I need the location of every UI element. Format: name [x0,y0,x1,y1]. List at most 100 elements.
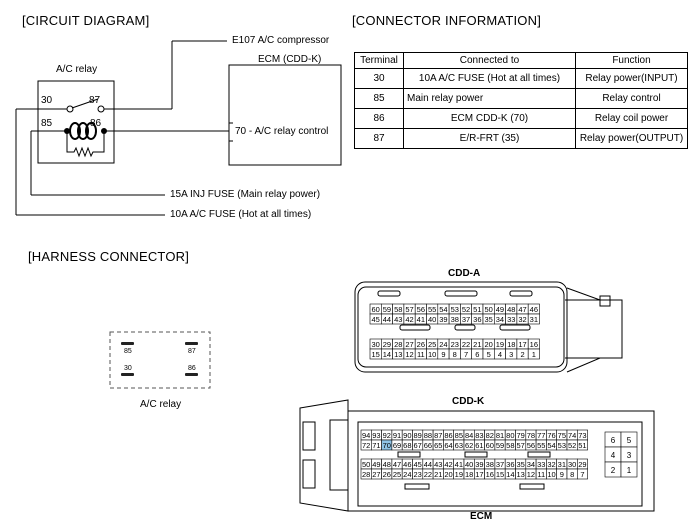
pin-number-49: 49 [496,305,504,314]
pin-number-50: 50 [484,305,492,314]
relay-terminal-87 [185,342,198,345]
pin-number-56: 56 [527,441,535,450]
pin-number-12: 12 [405,350,413,359]
cddk-connector-body [299,399,655,512]
pin-number-35: 35 [484,315,492,324]
ecm-pin-bracket [228,122,233,142]
pin-number-75: 75 [558,431,566,440]
pin-number-48: 48 [383,460,391,469]
pin-number-17: 17 [475,470,483,479]
pin-number-59: 59 [383,305,391,314]
relay-box [37,80,115,164]
pin-number-6: 6 [475,350,479,359]
pin-number-23: 23 [451,340,459,349]
relay-terminal-85 [121,342,134,345]
pin-number-69: 69 [393,441,401,450]
pin-number-94: 94 [362,431,370,440]
ecm-label: ECM (CDD-K) [258,54,322,65]
cdda-title: CDD-A [448,268,481,279]
pin-number-55: 55 [537,441,545,450]
fuse-ac-label: 10A A/C FUSE (Hot at all times) [170,209,312,220]
side-pin-number-6: 6 [611,436,616,445]
pin-number-49: 49 [372,460,380,469]
pin-number-85: 85 [455,431,463,440]
relay-resistor-icon [66,131,105,158]
pin-number-62: 62 [465,441,473,450]
side-pin-number-1: 1 [627,466,632,475]
pin-number-32: 32 [518,315,526,324]
relay-pin-86-label: 86 [188,365,196,372]
relay-coil-icon [69,122,97,140]
pin-number-24: 24 [403,470,411,479]
pin-number-58: 58 [394,305,402,314]
pin-number-28: 28 [394,340,402,349]
pin-number-40: 40 [428,315,436,324]
pin-number-11: 11 [537,470,545,479]
relay-connector-caption: A/C relay [140,399,182,410]
pin-number-16: 16 [530,340,538,349]
pin-number-70: 70 [383,441,391,450]
relay-pin-30-label: 30 [124,365,132,372]
connector-info-title: [CONNECTOR INFORMATION] [352,13,542,28]
pin-number-68: 68 [403,441,411,450]
pin-number-31: 31 [558,460,566,469]
pin-87-label: 87 [89,95,101,106]
pin-number-36: 36 [506,460,514,469]
pin-number-43: 43 [434,460,442,469]
pin-number-74: 74 [568,431,576,440]
pin-number-22: 22 [424,470,432,479]
harness-connector-title: [HARNESS CONNECTOR] [28,249,190,264]
pin-number-19: 19 [496,340,504,349]
pin-86-label: 86 [90,118,102,129]
pin-number-22: 22 [462,340,470,349]
pin-number-27: 27 [372,470,380,479]
pin-number-88: 88 [424,431,432,440]
pin-number-72: 72 [362,441,370,450]
pin-number-45: 45 [371,315,379,324]
pin-number-60: 60 [371,305,379,314]
pin-number-15: 15 [496,470,504,479]
pin-number-42: 42 [444,460,452,469]
pin-number-73: 73 [578,431,586,440]
relay-terminal-30 [121,373,134,376]
relay-pin-87-label: 87 [188,348,196,355]
pin-number-5: 5 [487,350,491,359]
pin-number-34: 34 [527,460,535,469]
pin-number-52: 52 [568,441,576,450]
table-row: 87 E/R-FRT (35) Relay power(OUTPUT) [354,128,688,149]
pin-number-50: 50 [362,460,370,469]
pin-number-34: 34 [496,315,504,324]
pin-number-14: 14 [506,470,514,479]
pin-number-30: 30 [371,340,379,349]
relay-switch-contact-30 [66,105,74,113]
pin-number-4: 4 [498,350,502,359]
side-pin-cell-1 [620,461,638,478]
pin-number-7: 7 [464,350,468,359]
pin-number-63: 63 [455,441,463,450]
pin-number-53: 53 [558,441,566,450]
pin-number-64: 64 [444,441,452,450]
pin-number-26: 26 [383,470,391,479]
pin-number-44: 44 [424,460,432,469]
pin-number-40: 40 [465,460,473,469]
ecm-pin-label: 70 - A/C relay control [235,126,329,137]
pin-number-46: 46 [403,460,411,469]
pin-number-26: 26 [417,340,425,349]
pin-number-42: 42 [405,315,413,324]
side-pin-number-4: 4 [611,451,616,460]
pin-number-35: 35 [516,460,524,469]
pin-number-41: 41 [455,460,463,469]
pin-number-23: 23 [413,470,421,479]
pin-number-54: 54 [547,441,555,450]
table-header-row: Terminal Connected to Function [354,52,688,69]
relay-pin-85-label: 85 [124,348,132,355]
pin-number-14: 14 [383,350,391,359]
pin-number-87: 87 [434,431,442,440]
table-row: 85 Main relay power Relay control [354,88,688,109]
pin-number-15: 15 [371,350,379,359]
pin-number-25: 25 [393,470,401,479]
